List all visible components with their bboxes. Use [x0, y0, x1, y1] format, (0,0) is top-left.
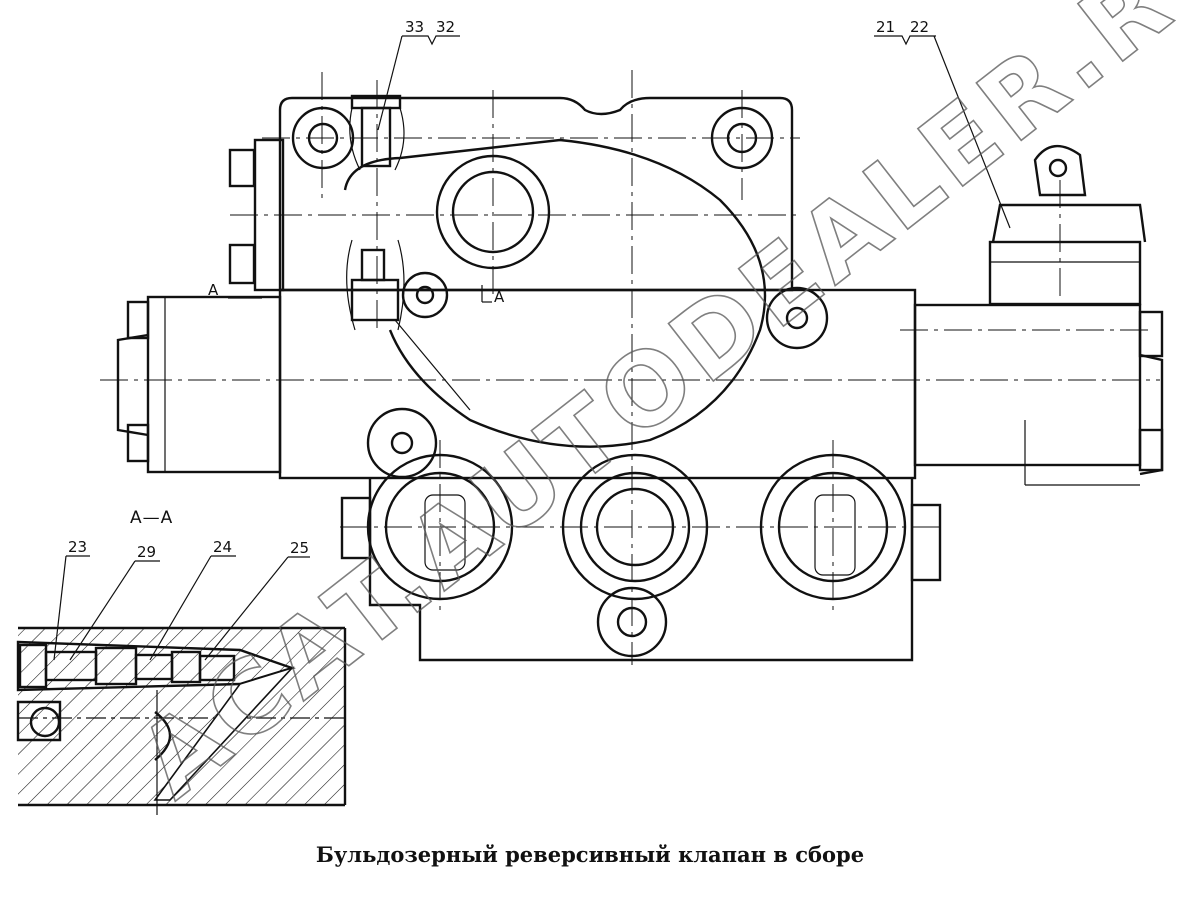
section-title: А—А: [130, 508, 173, 528]
section-mark-left: А: [208, 281, 219, 299]
svg-text:ACAT.AUTODEALER.RU: ACAT.AUTODEALER.RU: [118, 0, 1180, 821]
callout-21: 21: [876, 18, 895, 36]
callout-33: 33: [405, 18, 424, 36]
callout-23: 23: [68, 538, 87, 556]
callouts-top-left: 33 32: [377, 18, 460, 131]
drawing-caption: Бульдозерный реверсивный клапан в сборе: [315, 842, 865, 867]
section-marks: А А: [208, 281, 505, 306]
callout-32: 32: [436, 18, 455, 36]
section-mark-center: А: [494, 288, 505, 306]
callouts-top-right: 21 22: [874, 18, 1011, 229]
callout-22: 22: [910, 18, 929, 36]
watermark-logo: ACAT.AUTODEALER.RU: [117, 0, 1180, 821]
callout-24: 24: [213, 538, 232, 556]
callout-29: 29: [137, 543, 156, 561]
plug-assembly: [346, 94, 471, 411]
callout-25: 25: [290, 539, 309, 557]
section-view: А—А 23 29 24 25: [16, 508, 347, 815]
valve-body: [116, 96, 1164, 662]
centerlines: [100, 70, 1160, 665]
